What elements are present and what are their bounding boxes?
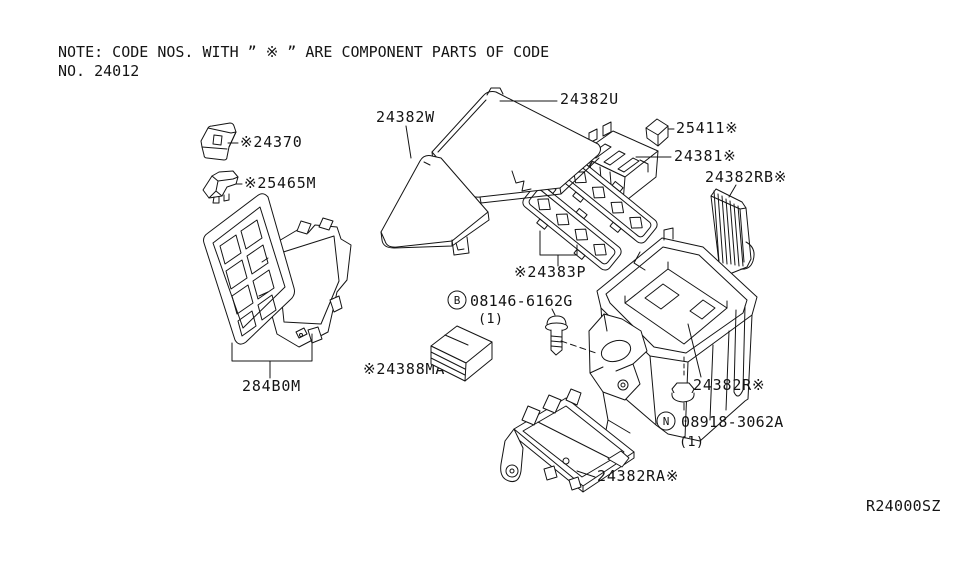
part-label-284B0M: 284B0M: [242, 377, 301, 395]
fuse-icon: [202, 170, 239, 204]
part-label-24370: ※24370: [240, 133, 303, 151]
nut-icon: [671, 382, 695, 403]
part-label-24382W: 24382W: [376, 108, 435, 126]
relay-cube-icon: [645, 118, 669, 147]
bolt-symbol: B: [454, 294, 461, 307]
part-label-24382RA: 24382RA※: [597, 467, 679, 485]
bolt-icon: [545, 315, 568, 356]
part-label-24383P: ※24383P: [514, 263, 586, 281]
part-label-25411: 25411※: [676, 119, 739, 137]
nut-symbol: N: [663, 415, 670, 428]
part-label-24382R: 24382R※: [693, 376, 765, 394]
cover-u-drawing: [431, 87, 601, 204]
nut-quantity: (1): [679, 434, 704, 450]
part-label-24381: 24381※: [674, 147, 737, 165]
bolt-part-number: 08146-6162G: [470, 292, 573, 310]
cover-w-drawing: [380, 155, 490, 256]
part-label-24382U: 24382U: [560, 90, 619, 108]
bracket-rb-drawing: [710, 188, 755, 276]
nut-callout: N 08918-3062A (1): [656, 411, 784, 450]
bolt-quantity: (1): [478, 311, 503, 327]
fuse-holder-drawing: [430, 325, 493, 382]
note-line-2: NO. 24012: [58, 62, 139, 80]
fusible-link-icon: [200, 122, 237, 161]
circled-n-icon: [656, 411, 676, 431]
part-label-24382RB: 24382RB※: [705, 168, 787, 186]
note-line-1: NOTE: CODE NOS. WITH ” ※ ” ARE COMPONENT…: [58, 43, 549, 61]
nut-part-number: 08918-3062A: [681, 413, 784, 431]
relay-box-assembly-drawing: [203, 193, 352, 348]
housing-drawing: [588, 227, 758, 442]
fuse-strip-lower: [522, 182, 622, 271]
bracket-ra-drawing: [500, 388, 635, 493]
part-label-25465M: ※25465M: [244, 174, 316, 192]
bolt-callout: B 08146-6162G (1): [447, 290, 573, 327]
circled-b-icon: [447, 290, 467, 310]
diagram-reference-code: R24000SZ: [866, 497, 941, 515]
part-label-24388MA: ※24388MA: [363, 360, 445, 378]
